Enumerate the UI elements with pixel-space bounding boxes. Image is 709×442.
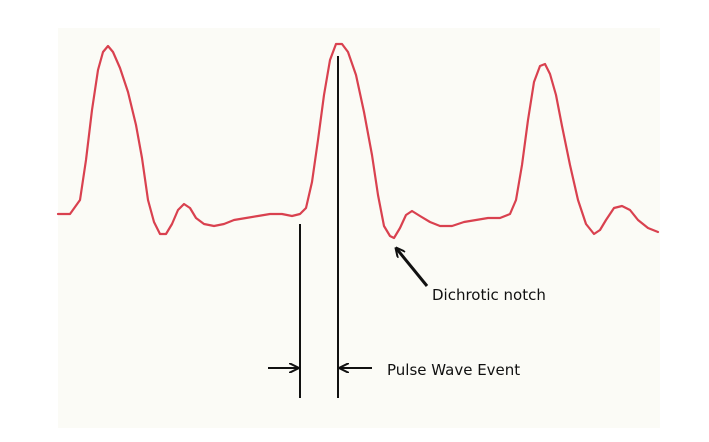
dichrotic-notch-label: Dichrotic notch	[432, 286, 546, 304]
notch-pointer-arrow	[396, 248, 429, 287]
pulse-wave-event-label: Pulse Wave Event	[387, 361, 520, 379]
plot-background	[58, 28, 660, 428]
pulse-waveform	[56, 42, 660, 240]
